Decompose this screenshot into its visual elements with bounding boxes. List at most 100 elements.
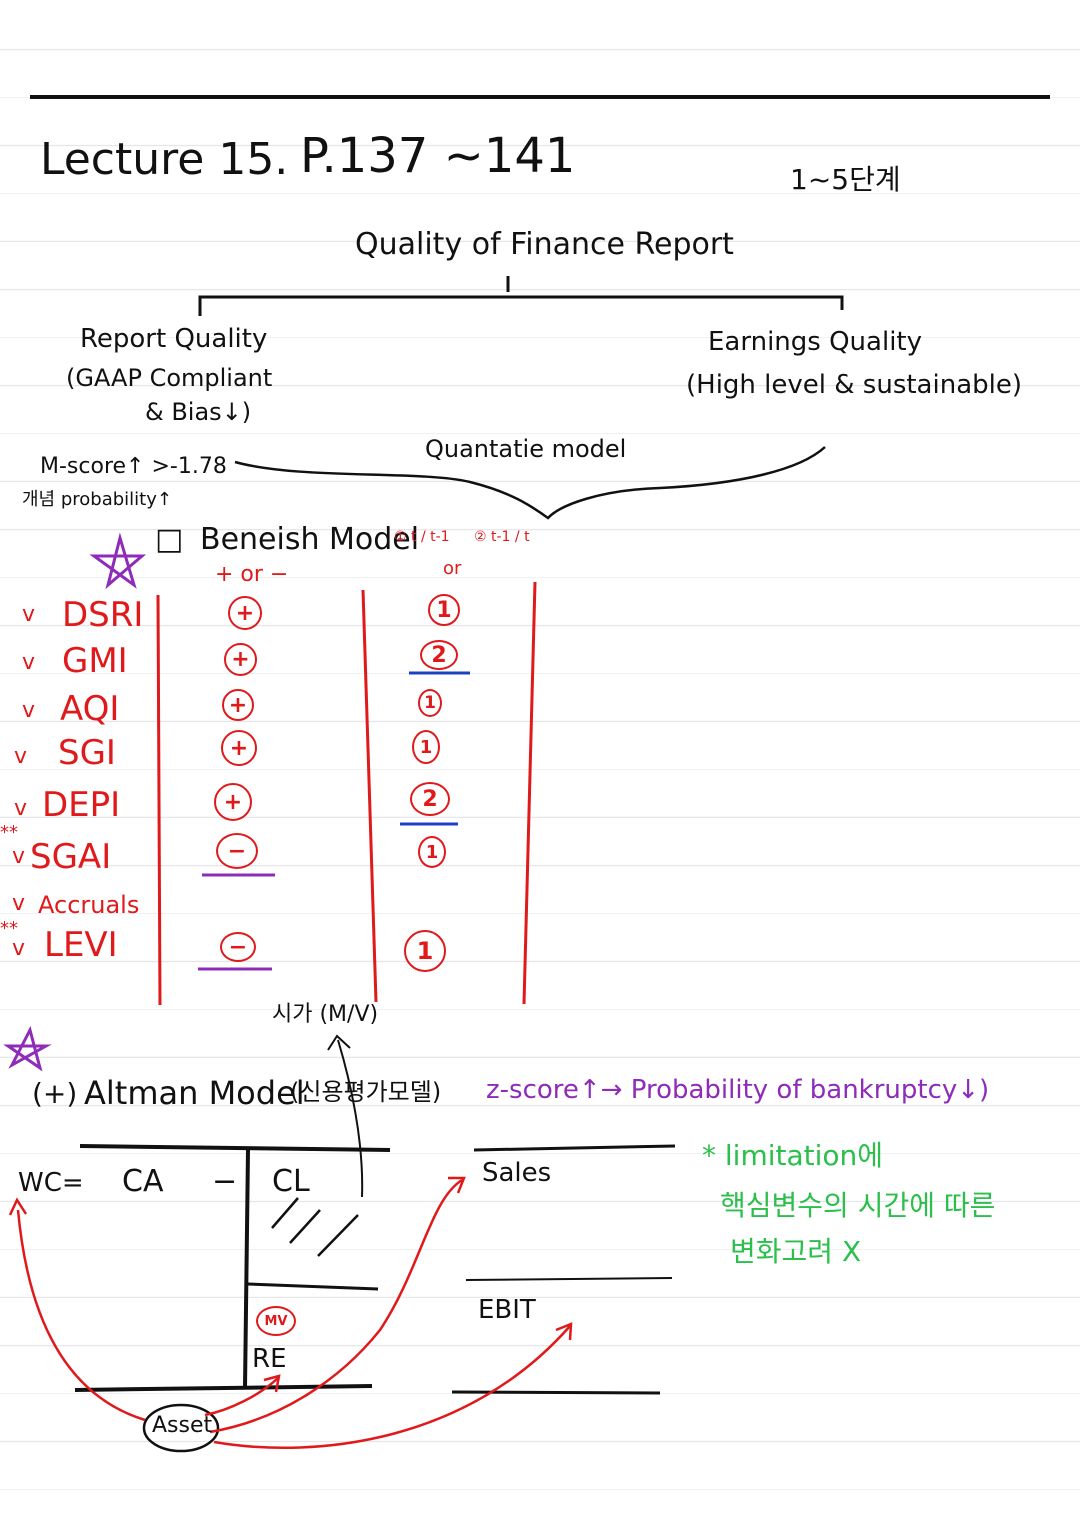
row-name: SGAI bbox=[30, 837, 112, 877]
row-check: v bbox=[12, 844, 26, 869]
tree-bracket bbox=[198, 295, 844, 316]
sign-circle: + bbox=[214, 783, 252, 821]
row-stars: ** bbox=[0, 822, 18, 843]
altman-marker: (+) bbox=[32, 1077, 78, 1110]
sign-value: + bbox=[231, 647, 250, 672]
lecture-pages: P.137 ~141 bbox=[300, 128, 576, 184]
lecture-steps: 1~5단계 bbox=[790, 163, 901, 196]
sign-circle: + bbox=[222, 689, 254, 721]
bs-mid-line bbox=[247, 1282, 379, 1291]
report-quality-detail-1: (GAAP Compliant bbox=[66, 364, 273, 392]
curly-brace bbox=[234, 446, 826, 520]
re-label: RE bbox=[252, 1344, 287, 1374]
bs-divider bbox=[243, 1149, 250, 1389]
period-column-header-a: ① t / t-1 bbox=[394, 529, 450, 545]
sign-circle: + bbox=[221, 730, 257, 766]
is-top-line bbox=[473, 1144, 676, 1152]
ebit-label: EBIT bbox=[478, 1295, 536, 1325]
arrow-asset-re bbox=[204, 1377, 279, 1417]
row-name: DSRI bbox=[62, 595, 144, 635]
mscore-line-2: 개념 probability↑ bbox=[22, 489, 172, 510]
report-quality-title: Report Quality bbox=[80, 324, 268, 354]
earnings-quality-title: Earnings Quality bbox=[708, 327, 922, 357]
period-value: 1 bbox=[419, 736, 433, 758]
sign-value: − bbox=[228, 934, 248, 960]
row-check: v bbox=[22, 602, 36, 627]
lecture-title: Lecture 15. bbox=[40, 134, 289, 185]
period-circle: 1 bbox=[412, 730, 440, 764]
quantitative-model-label: Quantatie model bbox=[425, 435, 627, 463]
period-circle: 2 bbox=[410, 782, 450, 816]
sign-circle: − bbox=[220, 932, 256, 962]
row-check: v bbox=[12, 891, 26, 916]
row-name: DEPI bbox=[42, 785, 121, 825]
row-check: v bbox=[22, 698, 36, 723]
row-name: GMI bbox=[62, 641, 128, 681]
is-mid-line bbox=[465, 1277, 673, 1281]
period-circle: 1 bbox=[418, 689, 442, 717]
row-check: v bbox=[22, 650, 36, 675]
period-circle: 1 bbox=[418, 836, 446, 868]
beneish-title: Beneish Model bbox=[200, 522, 420, 557]
arrow-asset-wc bbox=[16, 1209, 146, 1422]
sign-circle: − bbox=[216, 833, 258, 869]
period-value: 1 bbox=[436, 597, 452, 623]
row-name: AQI bbox=[60, 689, 120, 729]
sign-value: + bbox=[223, 789, 243, 815]
mscore-line-1: M-score↑ >-1.78 bbox=[40, 454, 227, 479]
market-value-note: 시가 (M/V) bbox=[272, 1002, 379, 1027]
row-name: Accruals bbox=[38, 891, 140, 919]
sign-column-header: + or − bbox=[215, 562, 289, 587]
arrow-asset-sales bbox=[209, 1178, 463, 1434]
bs-top-line bbox=[79, 1144, 391, 1152]
table-line-2 bbox=[361, 589, 378, 1003]
zscore-note: z-score↑→ Probability of bankruptcy↓) bbox=[486, 1075, 990, 1105]
altman-title: Altman Model bbox=[84, 1074, 305, 1112]
minus-sign: − bbox=[212, 1164, 238, 1199]
asset-circle bbox=[142, 1403, 220, 1453]
mv-label: MV bbox=[264, 1313, 288, 1329]
arrow-to-mv bbox=[337, 1039, 364, 1198]
limitation-line-3: 변화고려 X bbox=[730, 1235, 862, 1268]
asset-label: Asset bbox=[152, 1413, 213, 1438]
star-icon-2 bbox=[3, 1025, 52, 1072]
quality-main-title: Quality of Finance Report bbox=[355, 227, 734, 262]
sign-value: + bbox=[235, 600, 255, 626]
period-value: 1 bbox=[425, 841, 439, 863]
period-column-header-b: or bbox=[443, 558, 462, 579]
row-check: v bbox=[12, 936, 26, 961]
mv-circle: MV bbox=[256, 1306, 296, 1336]
period-value: 2 bbox=[431, 642, 447, 668]
row-check: v bbox=[14, 796, 28, 821]
cl-label: CL bbox=[272, 1164, 310, 1199]
sign-value: + bbox=[229, 735, 249, 761]
earnings-quality-detail: (High level & sustainable) bbox=[686, 370, 1022, 400]
period-column-header-c: ② t-1 / t bbox=[474, 529, 530, 545]
sign-circle: + bbox=[228, 596, 262, 630]
period-value: 2 bbox=[422, 786, 438, 812]
row-stars: ** bbox=[0, 918, 18, 939]
is-bottom-line bbox=[451, 1390, 661, 1395]
wc-label: WC= bbox=[18, 1168, 84, 1198]
bs-bottom-line bbox=[74, 1384, 373, 1392]
row-name: LEVI bbox=[44, 925, 118, 965]
period-circle: 1 bbox=[404, 930, 446, 972]
sign-value: + bbox=[228, 692, 248, 718]
star-icon bbox=[89, 532, 147, 590]
table-line-3 bbox=[522, 581, 537, 1005]
table-line-1 bbox=[156, 594, 162, 1006]
limitation-line-1: * limitation에 bbox=[702, 1139, 884, 1172]
period-circle: 2 bbox=[420, 640, 458, 670]
arrow-asset-ebit bbox=[213, 1325, 571, 1450]
altman-korean: (신용평가모델) bbox=[290, 1078, 442, 1106]
row-check: v bbox=[14, 744, 28, 769]
sign-value: − bbox=[227, 838, 247, 864]
sign-circle: + bbox=[224, 643, 257, 676]
row-name: SGI bbox=[58, 733, 116, 773]
report-quality-detail-2: & Bias↓) bbox=[145, 398, 252, 426]
period-value: 1 bbox=[424, 693, 436, 713]
beneish-checkbox: □ bbox=[155, 522, 184, 557]
period-circle: 1 bbox=[428, 594, 460, 626]
